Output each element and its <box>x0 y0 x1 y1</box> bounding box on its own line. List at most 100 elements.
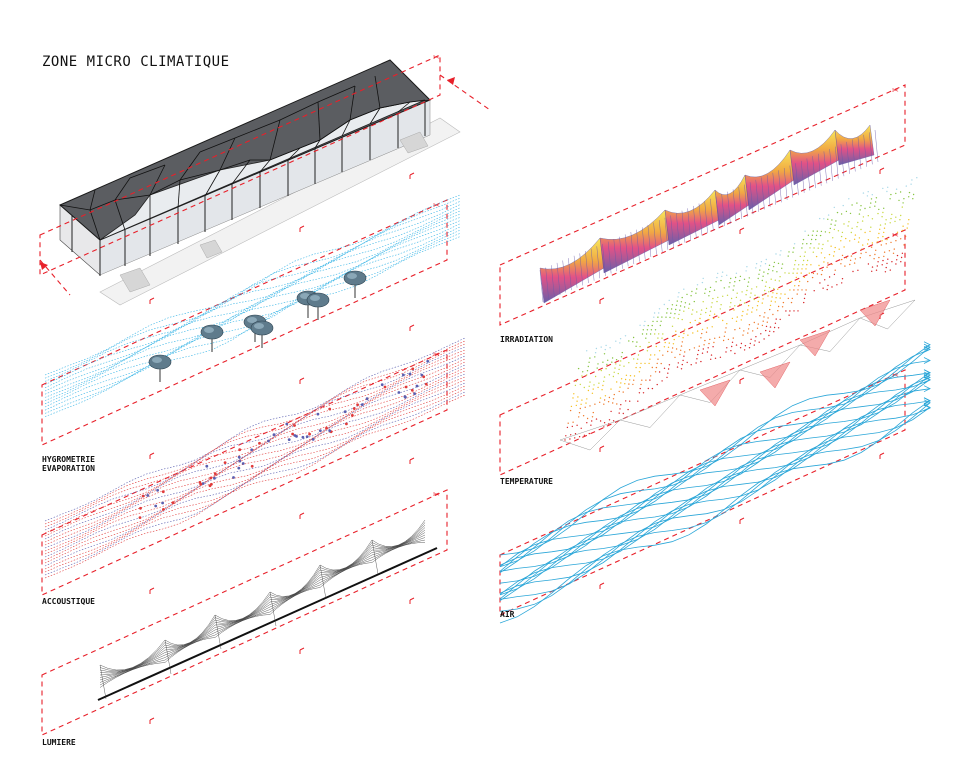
sound-point <box>380 383 384 387</box>
temperature-point <box>763 316 765 318</box>
temperature-point <box>777 327 780 329</box>
light-arc <box>214 591 271 621</box>
temperature-point <box>884 223 886 225</box>
temperature-point <box>886 190 888 193</box>
temperature-point <box>832 255 835 257</box>
temperature-point <box>619 386 621 388</box>
temperature-point <box>834 224 836 226</box>
temperature-point <box>735 296 738 299</box>
foot-marker <box>739 227 745 234</box>
temperature-point <box>864 231 866 234</box>
temperature-point <box>820 230 823 233</box>
temperature-point <box>811 234 814 236</box>
temperature-point <box>765 258 767 261</box>
temperature-point <box>779 254 781 256</box>
temperature-point <box>674 313 676 315</box>
temperature-point <box>832 237 834 239</box>
sound-point <box>238 459 242 463</box>
irradiation-line <box>596 246 600 279</box>
temperature-point <box>683 332 685 335</box>
temperature-point <box>916 177 918 179</box>
temperature-point <box>599 420 602 422</box>
temperature-point <box>673 317 675 319</box>
temperature-point <box>567 422 569 424</box>
temperature-point <box>667 350 669 353</box>
temperature-point <box>636 341 638 343</box>
temperature-point <box>767 273 769 275</box>
temperature-point <box>615 340 617 342</box>
sound-point <box>401 373 405 377</box>
irradiation-line <box>818 153 822 186</box>
temperature-point <box>575 380 577 382</box>
light-arc <box>214 606 271 631</box>
temperature-point <box>840 240 842 242</box>
sound-point <box>403 395 407 398</box>
temperature-point <box>888 250 891 252</box>
temperature-point <box>655 366 658 369</box>
temperature-point <box>681 341 683 343</box>
temperature-point <box>599 397 602 399</box>
temperature-point <box>831 286 833 288</box>
temperature-point <box>620 360 622 362</box>
temperature-point <box>638 392 641 394</box>
temperature-point <box>662 354 664 356</box>
temperature-point <box>679 309 681 311</box>
temperature-point <box>627 387 629 389</box>
sound-line <box>44 391 466 576</box>
temperature-point <box>620 382 622 384</box>
temperature-point <box>899 191 902 193</box>
temperature-point <box>565 435 567 437</box>
irradiation-line <box>772 172 776 205</box>
air-arrow-icon <box>923 404 931 411</box>
sound-point <box>397 391 401 394</box>
temperature-point <box>789 310 791 312</box>
temperature-point <box>824 279 826 281</box>
temperature-point <box>895 192 897 195</box>
temperature-point <box>721 275 723 278</box>
temperature-point <box>885 243 887 245</box>
temperature-point <box>878 208 880 211</box>
light-arc <box>164 622 216 649</box>
light-arc <box>371 527 426 549</box>
temperature-point <box>710 354 713 356</box>
temperature-point <box>632 341 634 343</box>
temperature-point <box>762 298 764 300</box>
temperature-point <box>604 395 607 397</box>
sound-point <box>308 432 311 436</box>
temperature-point <box>684 302 687 304</box>
temperature-point <box>873 258 875 260</box>
temperature-point <box>654 371 657 373</box>
temperature-point <box>830 245 832 247</box>
temperature-point <box>859 257 861 259</box>
temperature-point <box>780 250 782 252</box>
sound-point <box>311 438 315 441</box>
temperature-point <box>608 374 611 376</box>
temperature-point <box>887 186 889 188</box>
temperature-point <box>654 329 657 331</box>
temperature-point <box>857 241 860 243</box>
light-arc <box>99 644 166 672</box>
temperature-point <box>611 357 614 359</box>
light-arc <box>269 572 321 600</box>
temperature-point <box>826 288 828 291</box>
temperature-point <box>708 342 710 345</box>
sound-line <box>44 346 466 531</box>
irradiation-line <box>602 243 606 276</box>
temperature-point <box>895 188 898 190</box>
sound-point <box>223 461 227 464</box>
light-arc <box>214 601 271 626</box>
temperature-point <box>799 255 801 258</box>
temperature-point <box>769 308 771 311</box>
temperature-point <box>781 263 784 265</box>
irradiation-line <box>835 146 839 179</box>
temperature-point <box>716 276 718 279</box>
sound-line <box>44 340 466 525</box>
temperature-point <box>589 381 591 383</box>
temperature-point <box>894 220 896 223</box>
temperature-point <box>671 347 674 349</box>
temperature-point <box>742 310 744 313</box>
temperature-point <box>883 231 885 234</box>
temperature-point <box>882 235 884 238</box>
air-arrow-icon <box>923 371 931 379</box>
temperature-point <box>741 315 743 317</box>
